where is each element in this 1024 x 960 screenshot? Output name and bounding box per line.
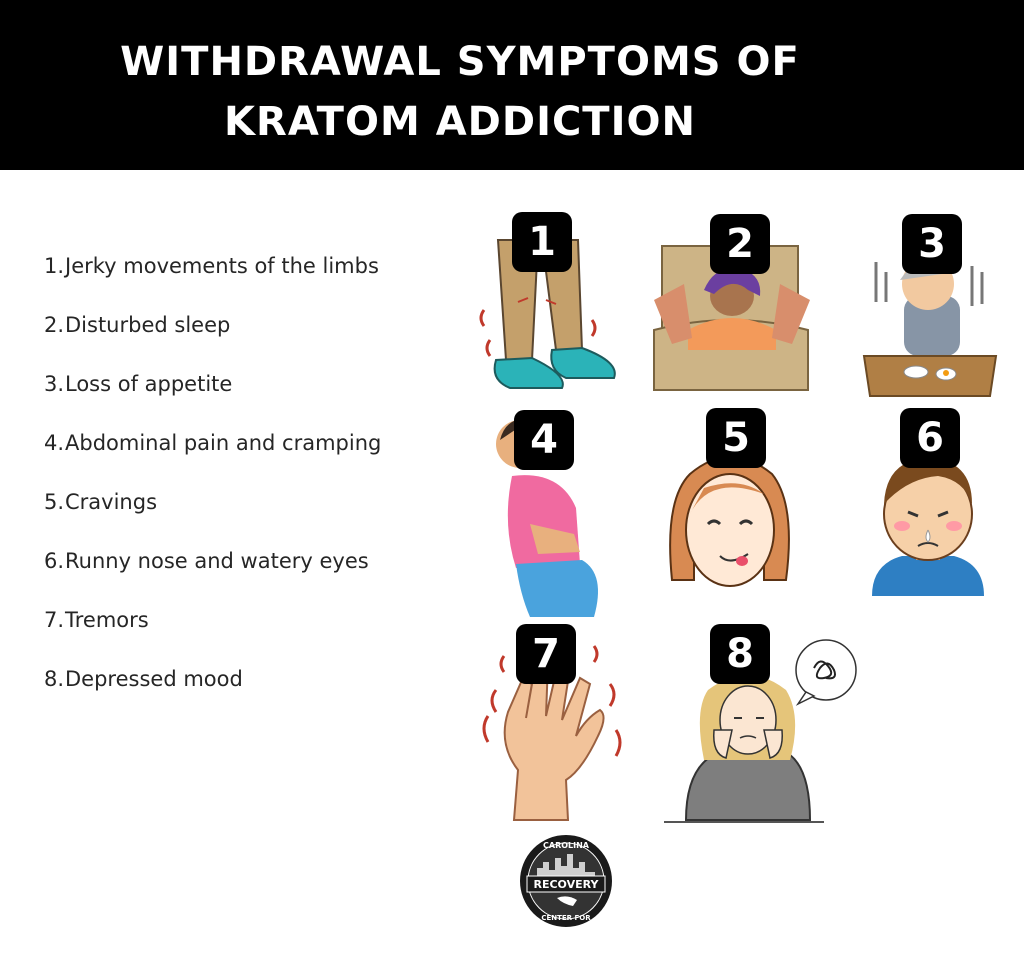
item-number: 1.	[43, 254, 64, 278]
illustration-tremors: 7	[474, 620, 624, 825]
item-number: 8.	[43, 667, 64, 691]
list-item: 4.Abdominal pain and cramping	[40, 431, 460, 490]
item-number: 2.	[43, 313, 64, 337]
appetite-illustration	[862, 257, 998, 397]
list-item: 6.Runny nose and watery eyes	[40, 549, 460, 608]
logo-top-text: CAROLINA	[543, 841, 590, 850]
item-number: 6.	[43, 549, 64, 573]
item-number: 7.	[43, 608, 64, 632]
illustration-runny-nose: 6	[868, 404, 988, 600]
illustration-cravings: 5	[664, 404, 794, 596]
list-item: 1.Jerky movements of the limbs	[40, 254, 460, 313]
badge-8: 8	[710, 624, 770, 684]
logo-main-text: RECOVERY	[534, 878, 600, 891]
item-text: Runny nose and watery eyes	[65, 549, 369, 573]
badge-7: 7	[516, 624, 576, 684]
runny-nose-illustration	[872, 458, 984, 596]
tremors-illustration	[482, 645, 622, 821]
list-item: 5.Cravings	[40, 490, 460, 549]
illustration-disturbed-sleep: 2	[652, 210, 812, 392]
list-item: 2.Disturbed sleep	[40, 313, 460, 372]
item-text: Jerky movements of the limbs	[65, 254, 379, 278]
item-number: 3.	[43, 372, 64, 396]
title-line-2: KRATOM ADDICTION	[224, 99, 696, 145]
item-text: Abdominal pain and cramping	[65, 431, 382, 455]
item-text: Loss of appetite	[65, 372, 233, 396]
cravings-illustration	[669, 456, 790, 587]
illustration-depressed-mood: 8	[664, 620, 864, 825]
item-text: Tremors	[65, 608, 149, 632]
illustration-loss-of-appetite: 3	[860, 210, 1000, 402]
badge-3: 3	[902, 214, 962, 274]
item-number: 5.	[43, 490, 64, 514]
symptom-list: 1.Jerky movements of the limbs 2.Disturb…	[40, 254, 460, 726]
logo-seal: RECOVERY CAROLINA CENTER FOR	[518, 833, 614, 929]
badge-4: 4	[514, 410, 574, 470]
item-text: Disturbed sleep	[65, 313, 231, 337]
carolina-recovery-logo: RECOVERY CAROLINA CENTER FOR	[517, 832, 615, 930]
item-number: 4.	[43, 431, 64, 455]
badge-2: 2	[710, 214, 770, 274]
badge-1: 1	[512, 212, 572, 272]
item-text: Cravings	[65, 490, 158, 514]
badge-5: 5	[706, 408, 766, 468]
logo-bottom-text: CENTER FOR	[541, 914, 591, 922]
list-item: 7.Tremors	[40, 608, 460, 667]
item-text: Depressed mood	[65, 667, 243, 691]
title-line-1: WITHDRAWAL SYMPTOMS OF	[120, 39, 800, 85]
list-item: 8.Depressed mood	[40, 667, 460, 726]
illustration-jerky-legs: 1	[470, 210, 620, 400]
badge-6: 6	[900, 408, 960, 468]
list-item: 3.Loss of appetite	[40, 372, 460, 431]
illustration-abdominal-pain: 4	[490, 404, 610, 619]
page-title: WITHDRAWAL SYMPTOMS OF KRATOM ADDICTION	[60, 32, 860, 152]
depressed-mood-illustration	[664, 639, 857, 823]
title-banner: WITHDRAWAL SYMPTOMS OF KRATOM ADDICTION	[0, 0, 1024, 170]
